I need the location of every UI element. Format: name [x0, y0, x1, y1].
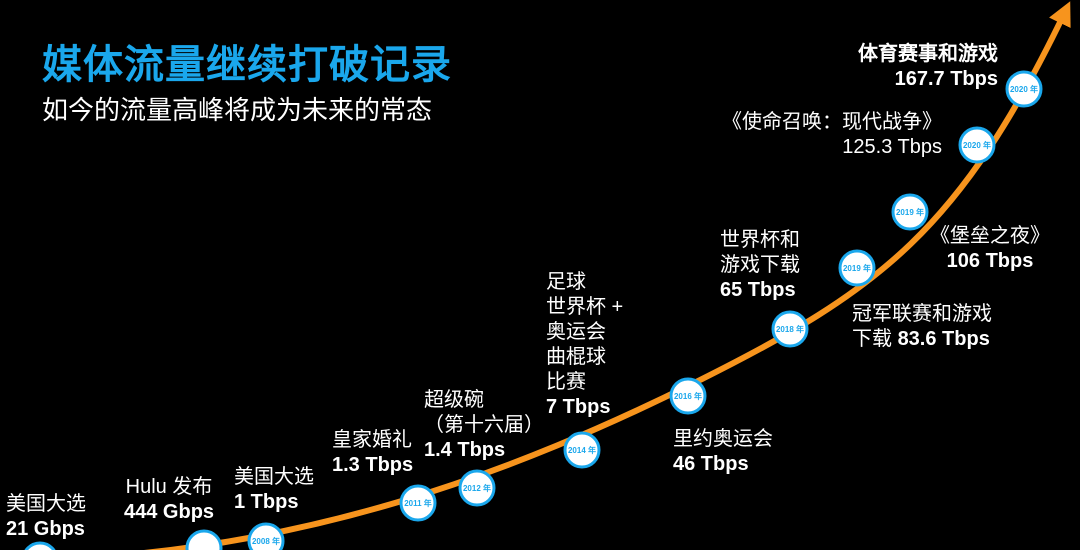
- year-marker-label: 2020 年: [1010, 84, 1038, 94]
- year-marker-label: 2019 年: [896, 207, 924, 217]
- year-marker-label: 2012 年: [463, 483, 491, 493]
- page-title: 媒体流量继续打破记录: [42, 43, 452, 87]
- year-marker-circle: [247, 522, 285, 550]
- year-marker: 2019 年: [838, 249, 876, 287]
- event-value: 7 Tbps: [546, 396, 611, 418]
- year-marker-label: 2011 年: [404, 498, 432, 508]
- year-marker-circle: [958, 126, 996, 164]
- year-marker-circle: [891, 193, 929, 231]
- event-us-election-2012: 美国大选 1 Tbps: [234, 465, 314, 515]
- event-name-line2: 游戏下载: [720, 254, 800, 276]
- year-marker: 2020 年: [958, 126, 996, 164]
- event-call-of-duty: 《使命召唤：现代战争》 125.3 Tbps: [722, 110, 942, 160]
- event-name-line5: 比赛: [546, 371, 586, 393]
- event-hulu-launch: Hulu 发布 444 Gbps: [124, 475, 214, 525]
- event-value: 444 Gbps: [124, 501, 215, 523]
- event-fortnite: 《堡垒之夜》 106 Tbps: [930, 224, 1050, 274]
- event-value: 106 Tbps: [946, 250, 1034, 272]
- year-marker-circle: [1005, 70, 1043, 108]
- event-name: 皇家婚礼: [332, 429, 412, 451]
- event-value: 1.3 Tbps: [332, 454, 414, 476]
- year-marker: 2018 年: [771, 310, 809, 348]
- event-super-bowl: 超级碗 （第十六届） 1.4 Tbps: [424, 388, 544, 463]
- event-name: 体育赛事和游戏: [858, 43, 998, 65]
- event-champions-league: 冠军联赛和游戏 下载 83.6 Tbps: [852, 302, 992, 352]
- event-royal-wedding: 皇家婚礼 1.3 Tbps: [332, 428, 413, 478]
- year-marker: 2014 年: [563, 431, 601, 469]
- event-name: 世界杯和: [720, 229, 800, 251]
- event-name: 《堡垒之夜》: [930, 225, 1050, 247]
- year-marker-label: 2018 年: [776, 324, 804, 334]
- year-marker-circle-partial: [185, 529, 223, 550]
- year-marker-circle: [399, 484, 437, 522]
- year-marker-circle: [771, 310, 809, 348]
- year-marker: 2019 年: [891, 193, 929, 231]
- event-name-line2: 世界杯 +: [546, 296, 624, 318]
- year-marker-label: 2014 年: [568, 445, 596, 455]
- event-name-line2: （第十六届）: [424, 414, 544, 436]
- year-marker: 2020 年: [1005, 70, 1043, 108]
- year-marker: 2016 年: [669, 377, 707, 415]
- event-value: 167.7 Tbps: [894, 68, 998, 90]
- year-marker-label: 2008 年: [252, 536, 280, 546]
- year-marker: 2012 年: [458, 469, 496, 507]
- year-marker-circle: [838, 249, 876, 287]
- event-name: 冠军联赛和游戏: [852, 303, 992, 325]
- year-marker-label: 2019 年: [843, 263, 871, 273]
- event-name-line3: 奥运会: [546, 321, 606, 343]
- event-value: 1 Tbps: [234, 491, 299, 513]
- year-marker: 2011 年: [399, 484, 437, 522]
- year-marker: 2008 年: [247, 522, 285, 550]
- event-world-cup-game-downloads: 世界杯和 游戏下载 65 Tbps: [720, 228, 800, 303]
- event-name: 超级碗: [424, 389, 484, 411]
- year-marker-circle: [669, 377, 707, 415]
- event-name: Hulu 发布: [125, 476, 213, 498]
- year-marker-circle: [458, 469, 496, 507]
- event-name: 美国大选: [234, 466, 314, 488]
- year-marker-circle: [563, 431, 601, 469]
- event-value: 125.3 Tbps: [842, 136, 942, 158]
- year-marker-label: 2016 年: [674, 391, 702, 401]
- event-value: 65 Tbps: [720, 279, 796, 301]
- event-value: 46 Tbps: [673, 453, 749, 475]
- event-name-line2: 下载 83.6 Tbps: [852, 328, 990, 350]
- year-marker-circle-partial: [24, 541, 56, 550]
- event-name: 里约奥运会: [673, 428, 773, 450]
- event-value: 1.4 Tbps: [424, 439, 506, 461]
- event-us-election-2008: 美国大选 21 Gbps: [6, 492, 86, 542]
- event-sports-and-games-2020: 体育赛事和游戏 167.7 Tbps: [858, 42, 998, 92]
- year-marker-label: 2020 年: [963, 140, 991, 150]
- event-world-cup-olympics: 足球 世界杯 + 奥运会 曲棍球 比赛 7 Tbps: [546, 270, 623, 420]
- event-value: 21 Gbps: [6, 518, 85, 540]
- page-subtitle: 如今的流量高峰将成为未来的常态: [42, 95, 433, 125]
- event-name: 美国大选: [6, 493, 86, 515]
- event-name: 《使命召唤：现代战争》: [722, 111, 942, 133]
- event-name-line4: 曲棍球: [546, 346, 606, 368]
- event-rio-olympics: 里约奥运会 46 Tbps: [673, 427, 773, 477]
- event-name: 足球: [546, 271, 586, 293]
